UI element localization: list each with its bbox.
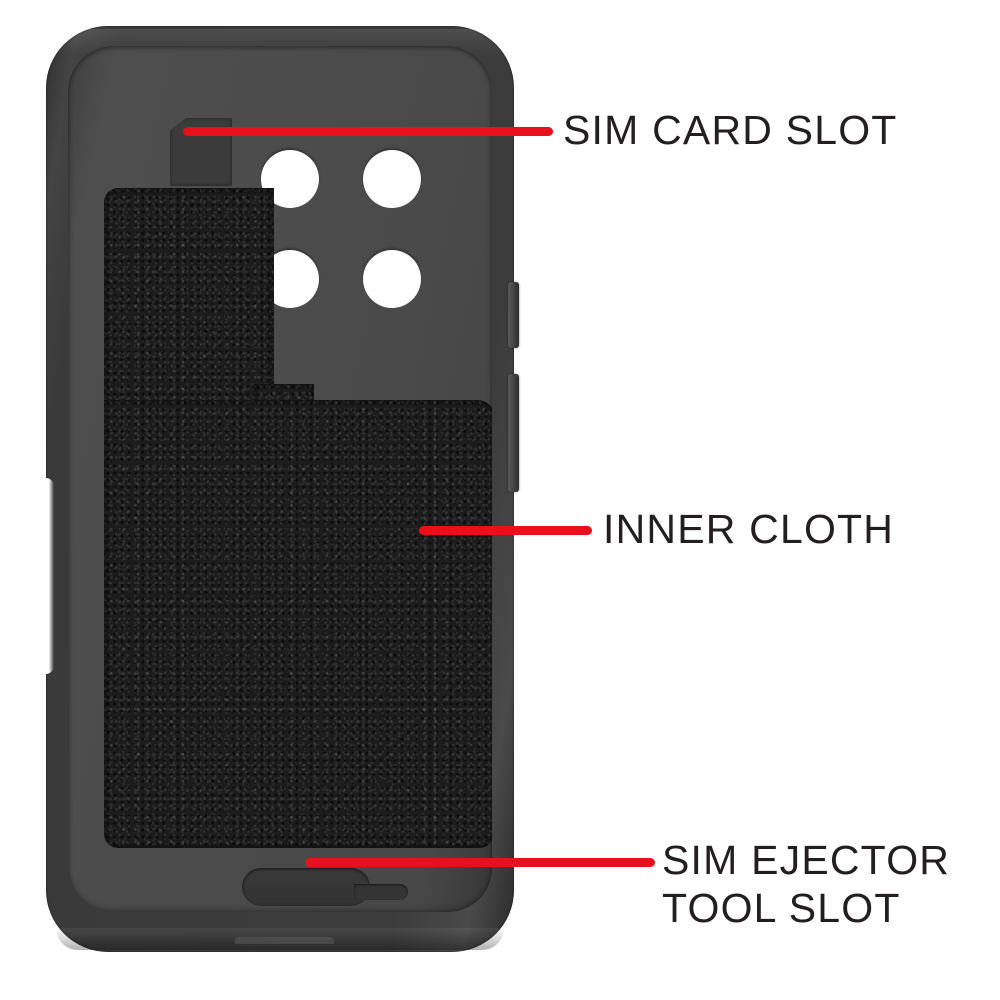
callout-label-sim-card-slot: SIM CARD SLOT (563, 107, 898, 153)
callout-line-sim-ejector-tool-slot (305, 858, 655, 867)
phone-case-illustration (45, 26, 519, 952)
callout-line-sim-card-slot (183, 127, 553, 136)
case-left-edge-indent (45, 478, 54, 674)
camera-cutout-top-right (363, 150, 421, 208)
inner-cloth-lower-section (104, 400, 492, 848)
volume-button (508, 282, 519, 348)
camera-cutout-bottom-right (363, 250, 421, 308)
power-button (508, 374, 519, 492)
callout-label-inner-cloth: INNER CLOTH (603, 506, 895, 552)
inner-cloth-upper-section (104, 188, 274, 420)
inner-cloth-lining (104, 188, 492, 848)
callout-line-inner-cloth (419, 526, 592, 535)
case-interior-face (68, 46, 492, 912)
sim-ejector-tool-slot (242, 868, 370, 906)
callout-label-sim-ejector-tool-slot: SIM EJECTOR TOOL SLOT (662, 837, 951, 932)
sim-ejector-tool-slot-tail (354, 884, 408, 900)
